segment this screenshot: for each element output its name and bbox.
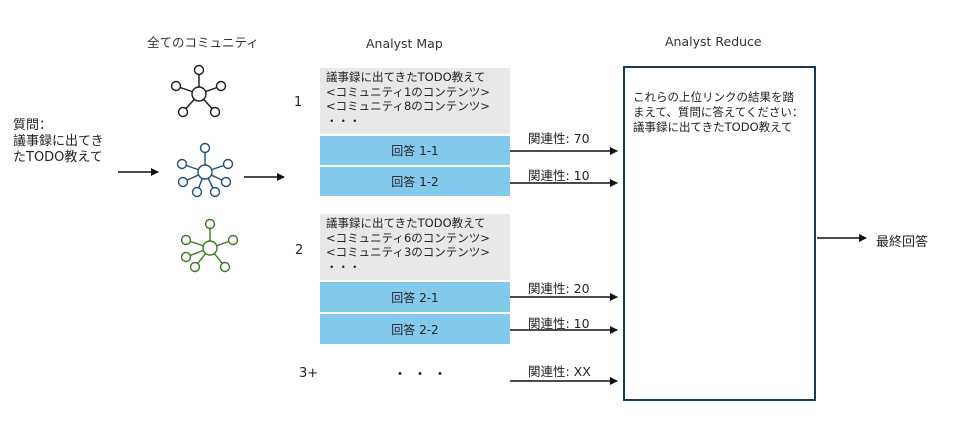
network-icon (180, 218, 239, 273)
network-icon (176, 142, 234, 198)
reduce-box: これらの上位リンクの結果を踏 まえて、質問に答えてください： 議事録に出てきたT… (623, 66, 816, 401)
group-index: 3+ (299, 366, 319, 381)
map-prompt-box: 議事録に出てきたTODO教えて <コミュニティ1のコンテンツ> <コミュニティ8… (320, 68, 510, 134)
answer-box: 回答 2-1 (320, 282, 510, 312)
answer-box: 回答 2-2 (320, 314, 510, 344)
communities-header: 全てのコミュニティ (147, 35, 259, 50)
relevance-label: 関連性: XX (528, 364, 591, 379)
map-header: Analyst Map (366, 36, 443, 51)
group-index: 1 (294, 95, 303, 110)
answer-box: 回答 1-1 (320, 136, 510, 165)
final-answer-label: 最終回答 (876, 235, 929, 250)
answer-box: 回答 1-2 (320, 167, 510, 196)
relevance-label: 関連性: 70 (528, 131, 590, 146)
relevance-label: 関連性: 20 (528, 281, 590, 296)
group-index: 2 (295, 243, 304, 258)
ellipsis: ・・・ (393, 367, 453, 383)
network-icon (170, 64, 227, 118)
map-prompt-box: 議事録に出てきたTODO教えて <コミュニティ6のコンテンツ> <コミュニティ3… (320, 214, 510, 280)
relevance-label: 関連性: 10 (528, 316, 590, 331)
question-text: 質問： 議事録に出てき たTODO教えて (13, 118, 104, 165)
reduce-prompt: これらの上位リンクの結果を踏 まえて、質問に答えてください： 議事録に出てきたT… (633, 90, 804, 134)
relevance-label: 関連性: 10 (528, 168, 590, 183)
reduce-header: Analyst Reduce (665, 34, 762, 49)
